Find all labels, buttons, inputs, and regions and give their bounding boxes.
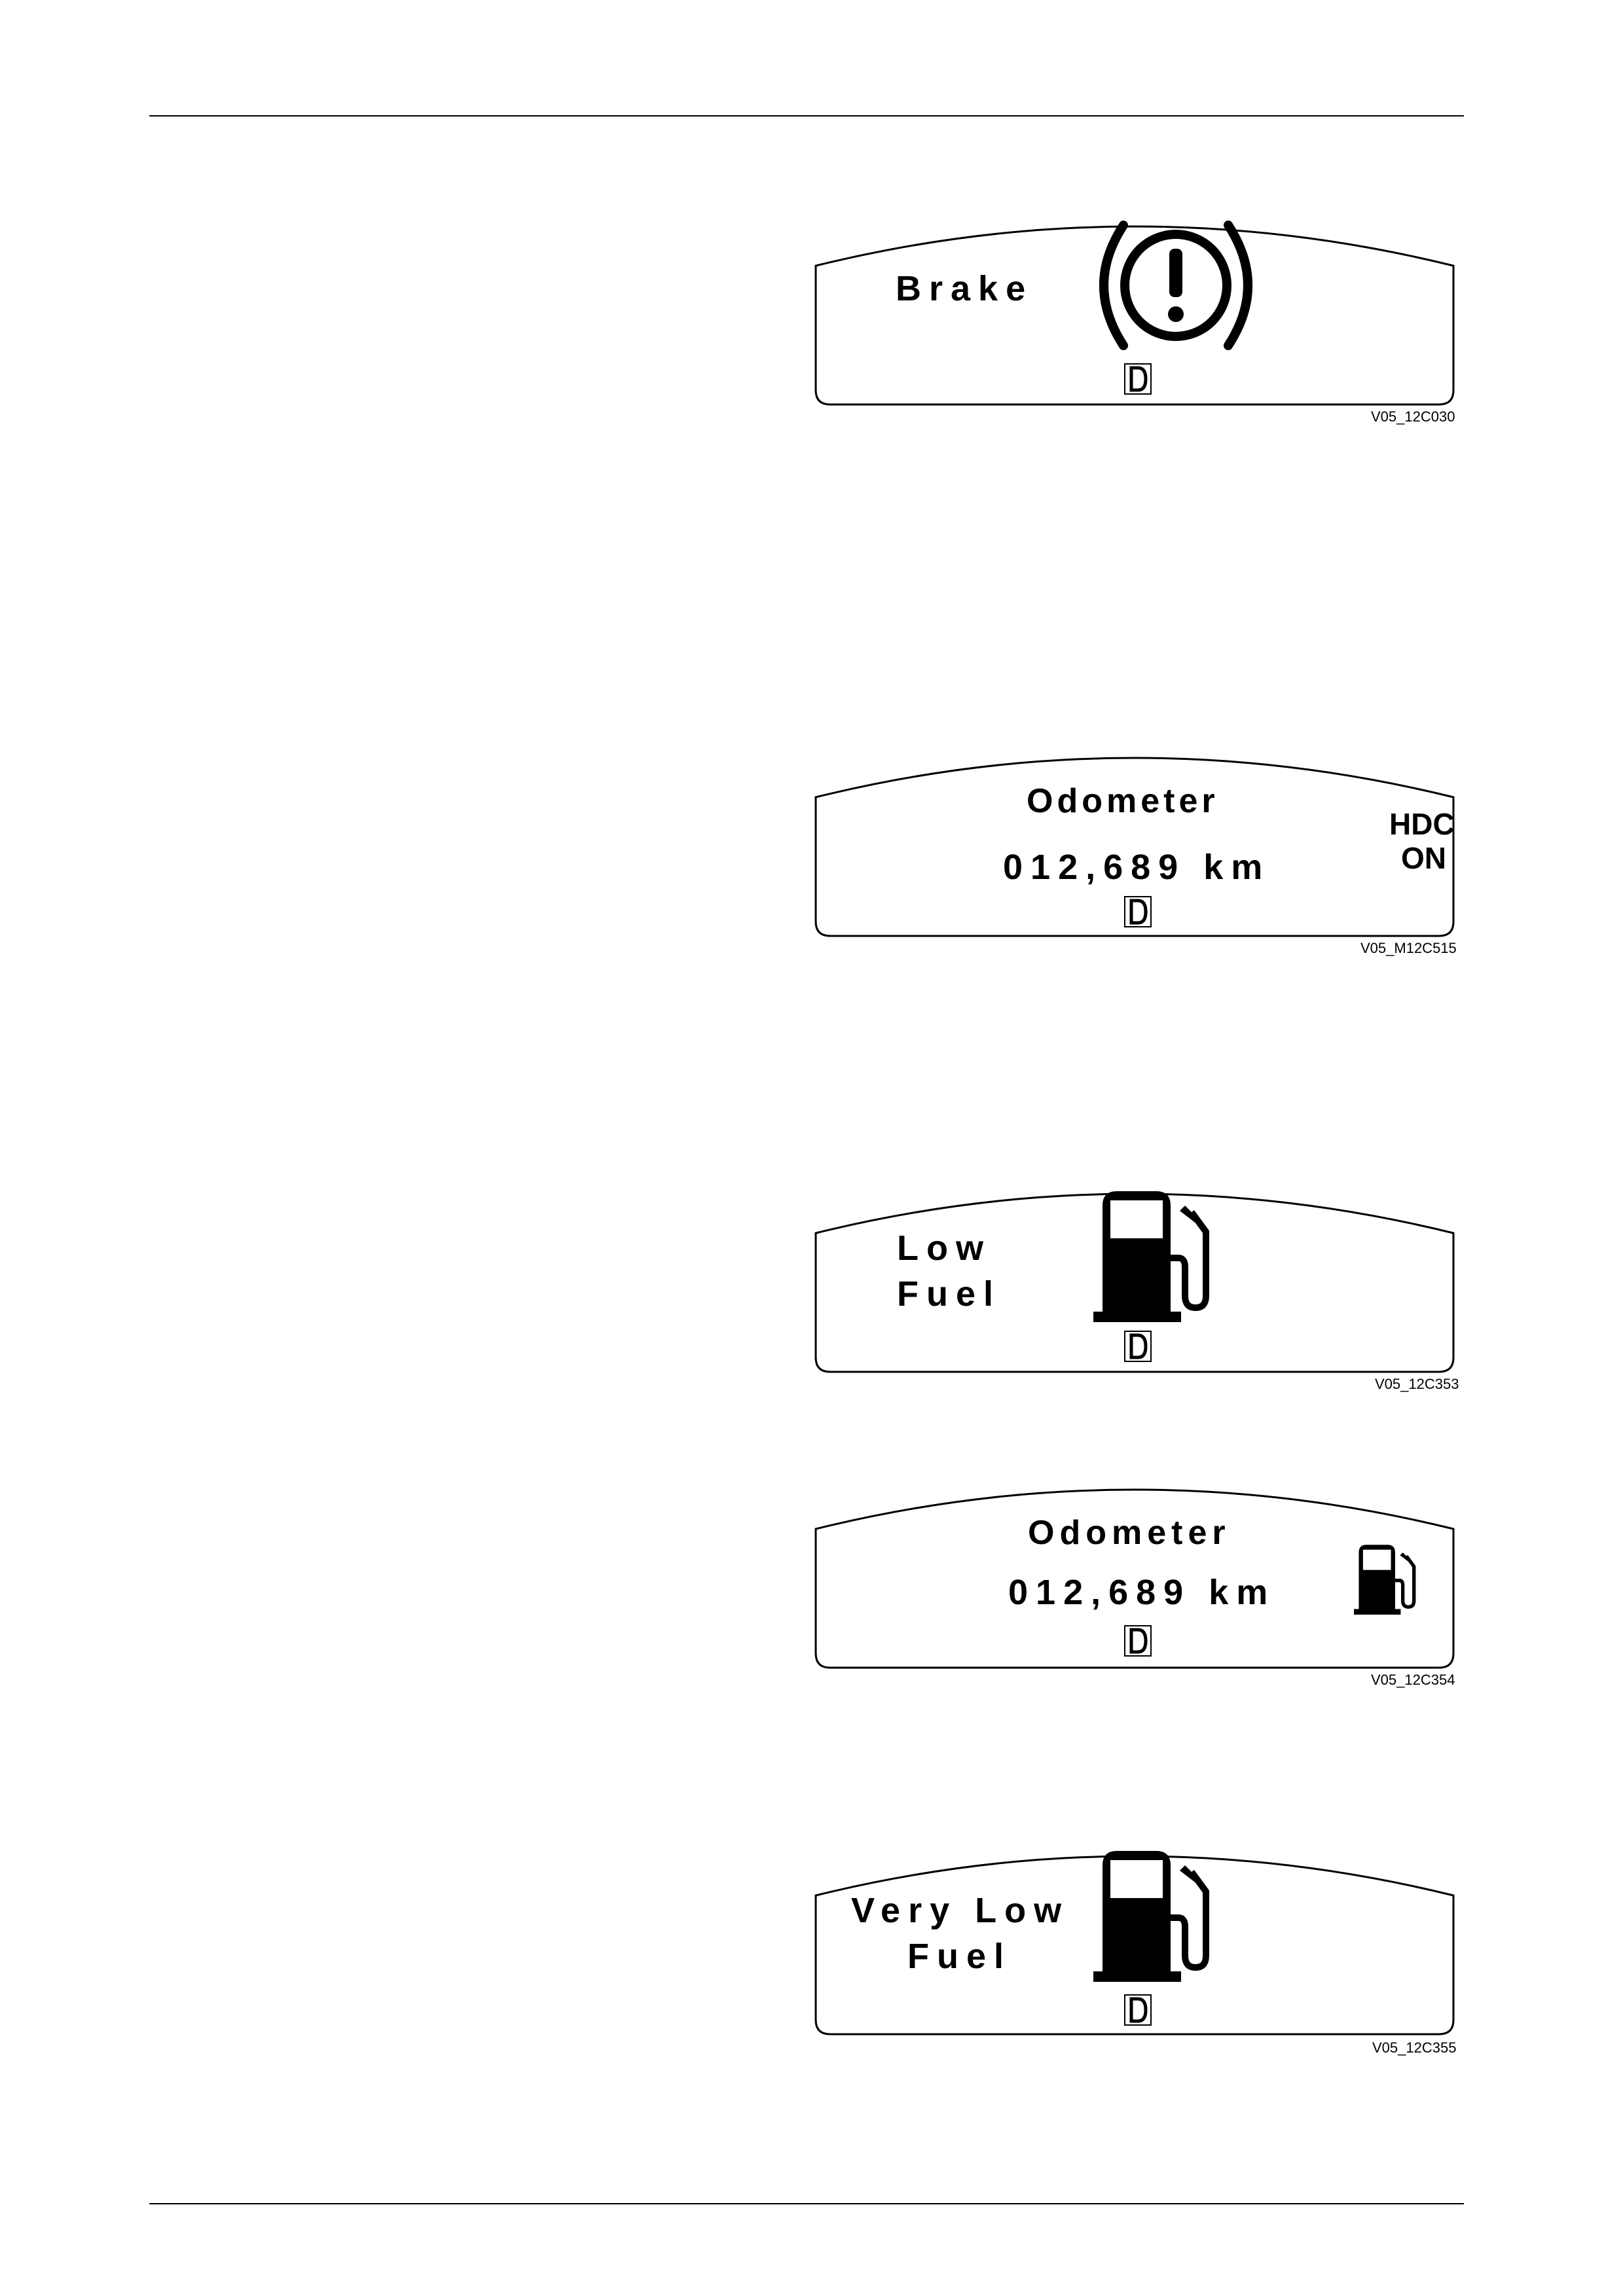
gear-drive-icon bbox=[1123, 895, 1152, 928]
figure-caption: V05_12C354 bbox=[1371, 1672, 1455, 1689]
low-fuel-label-line2: Fuel bbox=[897, 1276, 1001, 1312]
fuel-pump-icon bbox=[1093, 1186, 1211, 1323]
low-fuel-display: Low Fuel V05_12C353 bbox=[812, 1168, 1457, 1377]
odometer-value: 012,689 km bbox=[1008, 1575, 1275, 1610]
figure-caption: V05_12C030 bbox=[1371, 408, 1455, 425]
gear-drive-icon bbox=[1123, 1330, 1152, 1363]
odometer-label: Odometer bbox=[1027, 784, 1219, 818]
brake-display: Brake V05_12C030 bbox=[812, 200, 1457, 410]
brake-label: Brake bbox=[896, 271, 1033, 306]
hdc-status-label: HDC bbox=[1389, 809, 1455, 839]
figure-caption: V05_12C355 bbox=[1372, 2039, 1456, 2056]
figure-caption: V05_12C353 bbox=[1375, 1376, 1459, 1393]
very-low-fuel-label-line1: Very Low bbox=[851, 1893, 1069, 1928]
fuel-pump-icon bbox=[1354, 1542, 1417, 1615]
brake-warning-icon bbox=[1084, 212, 1267, 363]
very-low-fuel-label-line2: Fuel bbox=[907, 1939, 1012, 1974]
gear-drive-icon bbox=[1123, 1994, 1152, 2026]
gear-drive-icon bbox=[1123, 363, 1152, 395]
footer-rule bbox=[149, 2203, 1464, 2204]
odometer-value: 012,689 km bbox=[1003, 850, 1270, 885]
very-low-fuel-display: Very Low Fuel V05_12C355 bbox=[812, 1830, 1457, 2039]
low-fuel-label-line1: Low bbox=[897, 1230, 991, 1266]
fuel-pump-icon bbox=[1093, 1846, 1211, 1983]
figure-caption: V05_M12C515 bbox=[1360, 940, 1457, 957]
odometer-hdc-display: Odometer 012,689 km HDC ON V05_M12C515 bbox=[812, 732, 1457, 941]
odometer-fuel-display: Odometer 012,689 km V05_12C354 bbox=[812, 1463, 1457, 1673]
odometer-label: Odometer bbox=[1028, 1516, 1231, 1550]
hdc-status-value: ON bbox=[1401, 843, 1446, 873]
header-rule bbox=[149, 115, 1464, 117]
gear-drive-icon bbox=[1123, 1624, 1152, 1657]
